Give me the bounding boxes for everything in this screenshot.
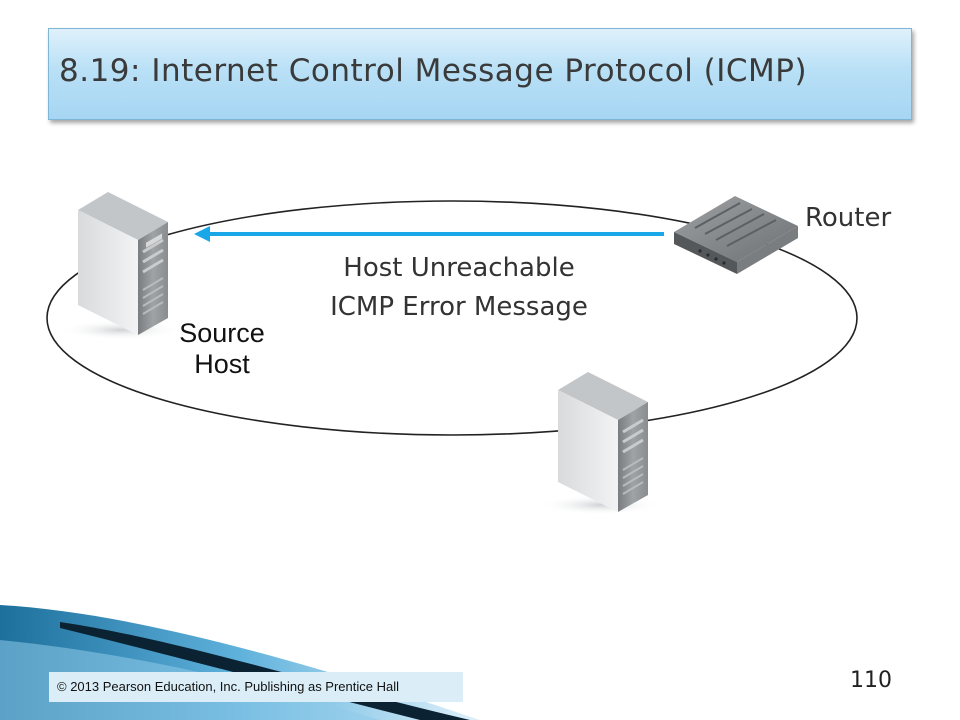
title-banner: 8.19: Internet Control Message Protocol … bbox=[48, 28, 912, 120]
icmp-arrow bbox=[194, 226, 664, 242]
host-icon bbox=[540, 372, 660, 515]
source-label-line2: Host bbox=[194, 349, 250, 379]
slide-title: 8.19: Internet Control Message Protocol … bbox=[59, 53, 808, 89]
router-icon bbox=[674, 196, 798, 274]
copyright-text: © 2013 Pearson Education, Inc. Publishin… bbox=[57, 679, 399, 694]
message-line1: Host Unreachable bbox=[343, 253, 575, 283]
source-host-label: Source Host bbox=[160, 318, 284, 380]
source-label-line1: Source bbox=[179, 318, 265, 348]
page-number: 110 bbox=[850, 668, 892, 693]
message-line2: ICMP Error Message bbox=[330, 292, 588, 322]
source-host-icon bbox=[60, 192, 180, 340]
network-ring bbox=[46, 200, 858, 436]
router-label: Router bbox=[805, 203, 892, 233]
copyright-box: © 2013 Pearson Education, Inc. Publishin… bbox=[49, 672, 463, 702]
